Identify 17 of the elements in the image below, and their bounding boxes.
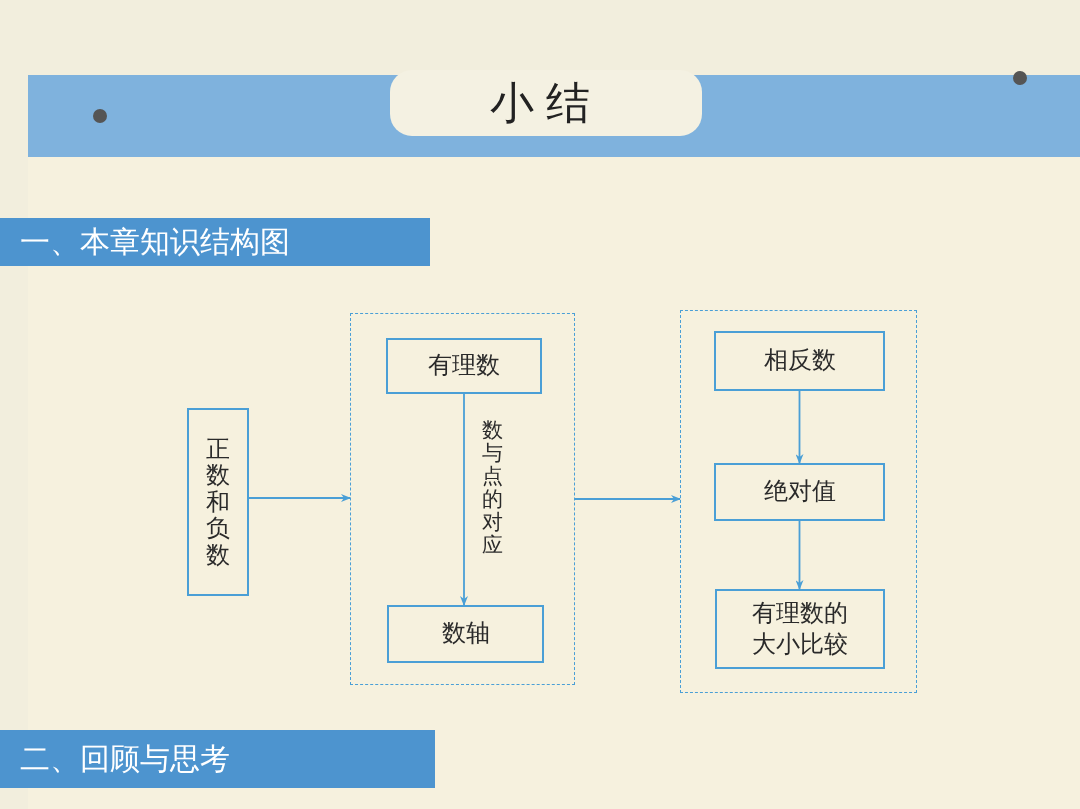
arrow [574, 495, 681, 503]
concept-box: 绝对值 [714, 463, 885, 521]
edge-label: 数与点的对应 [482, 419, 503, 558]
arrow [795, 390, 804, 464]
dashed-group-frame [350, 313, 575, 685]
title-pill: 小结 [390, 70, 702, 136]
section-heading: 二、回顾与思考 [0, 730, 435, 788]
arrow [795, 520, 804, 590]
section-heading: 一、本章知识结构图 [0, 218, 430, 266]
concept-box: 相反数 [714, 331, 885, 391]
concept-box: 有理数 [386, 338, 542, 394]
arrow [460, 393, 468, 606]
concept-box: 正数和负数 [187, 408, 249, 596]
concept-box: 数轴 [387, 605, 544, 663]
concept-box: 有理数的大小比较 [715, 589, 885, 669]
arrow [248, 494, 351, 502]
dashed-group-frame [680, 310, 917, 693]
